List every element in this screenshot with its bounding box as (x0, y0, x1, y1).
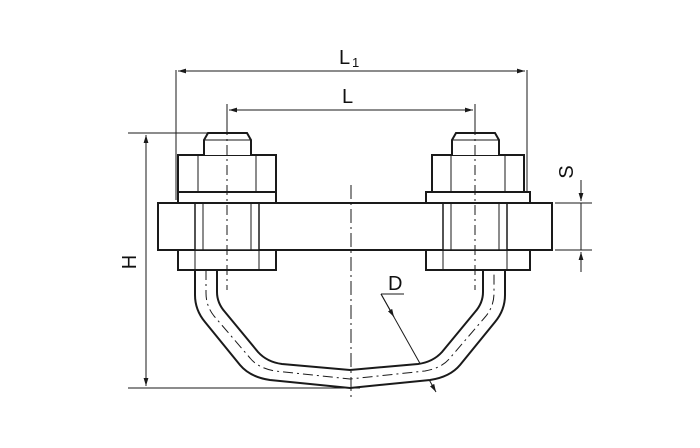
dimension-s: S (555, 165, 592, 272)
dimension-h: H (119, 132, 360, 389)
right-bolt-assembly (425, 125, 531, 290)
u-bolt-body (194, 269, 506, 390)
dimension-label-l1: L (339, 47, 350, 69)
dimension-label-d: D (388, 273, 402, 295)
dimension-l: L (226, 86, 476, 132)
dimension-l1: L 1 (175, 47, 528, 200)
dimension-label-s: S (556, 165, 578, 178)
left-bolt-assembly (177, 125, 277, 290)
dimension-label-l1-subscript: 1 (352, 55, 359, 70)
dimension-label-l: L (342, 86, 353, 108)
dimension-label-h: H (119, 255, 141, 269)
